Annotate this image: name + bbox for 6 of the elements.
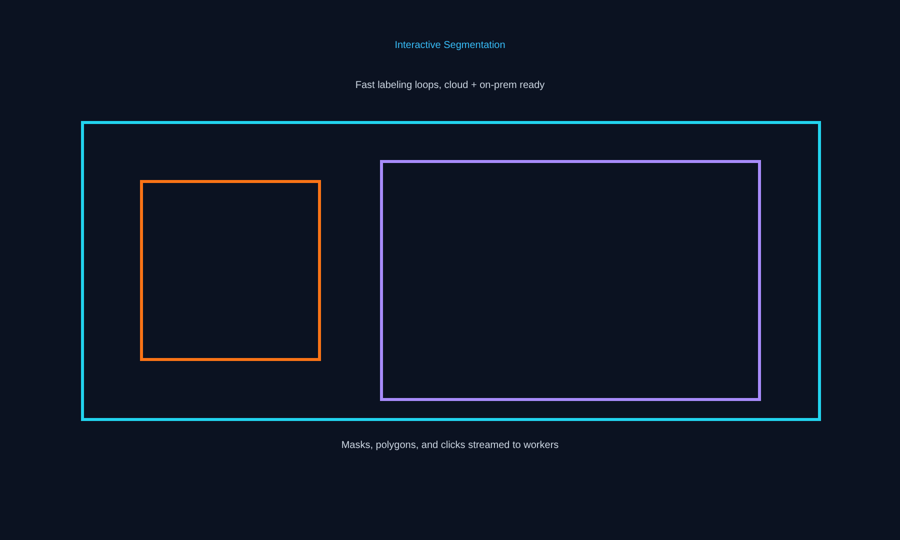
outline-box: [140, 180, 321, 361]
diagram-title: Interactive Segmentation: [394, 40, 506, 52]
outline-box: [81, 121, 821, 421]
outline-box: [380, 160, 761, 401]
caption: Masks, polygons, and clicks streamed to workers: [341, 440, 559, 452]
subtitle: Fast labeling loops, cloud + on-prem ready: [355, 80, 545, 92]
